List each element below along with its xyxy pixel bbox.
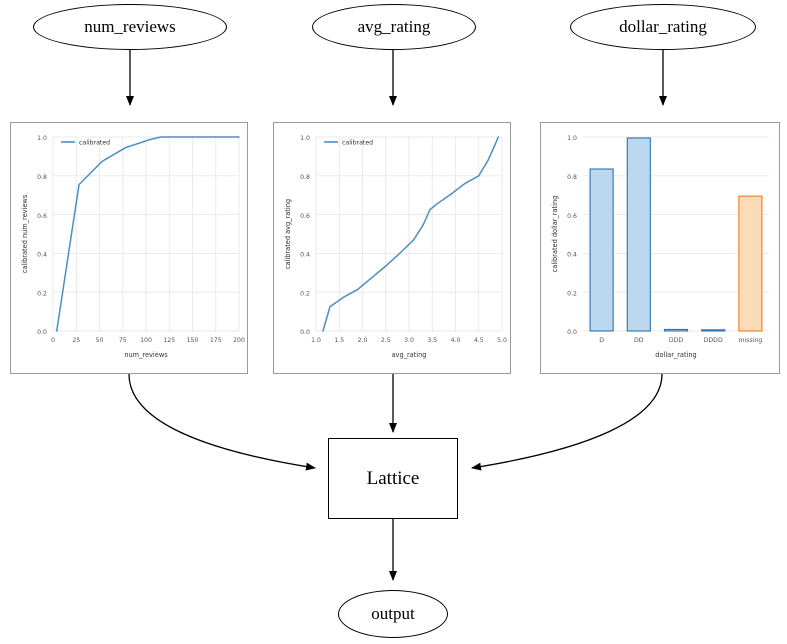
svg-text:75: 75 [119, 337, 127, 344]
svg-text:0.2: 0.2 [37, 290, 47, 297]
svg-text:0.0: 0.0 [37, 329, 47, 336]
svg-text:0.4: 0.4 [300, 252, 310, 259]
svg-text:5.0: 5.0 [497, 337, 507, 344]
svg-text:200: 200 [233, 337, 245, 344]
svg-text:D: D [599, 337, 604, 344]
svg-text:4.5: 4.5 [474, 337, 484, 344]
svg-text:100: 100 [140, 337, 152, 344]
svg-text:0.4: 0.4 [567, 252, 577, 259]
svg-text:0.0: 0.0 [567, 329, 577, 336]
svg-text:DD: DD [634, 337, 644, 344]
svg-text:50: 50 [96, 337, 104, 344]
chart-num-reviews-svg: 0.0 0.2 0.4 0.6 0.8 1.0 0 25 50 75 100 125 150 175 200… [21, 135, 245, 359]
svg-text:1.0: 1.0 [300, 135, 310, 142]
svg-text:1.0: 1.0 [311, 337, 321, 344]
svg-text:missing: missing [739, 337, 763, 344]
node-dollar-rating[interactable]: dollar_rating [570, 4, 756, 50]
node-output-label: output [371, 604, 415, 623]
chart-avg-rating: 0.0 0.2 0.4 0.6 0.8 1.0 1.0 1.5 2.0 2.5 3.0 3.5 4.0 4… [273, 122, 511, 374]
svg-text:0.6: 0.6 [567, 213, 577, 220]
svg-text:num_reviews: num_reviews [124, 351, 168, 359]
svg-text:DDDD: DDDD [704, 337, 723, 344]
edge-plot3-to-lattice [471, 373, 663, 471]
node-lattice[interactable]: Lattice [328, 438, 458, 519]
svg-text:0.4: 0.4 [37, 252, 47, 259]
svg-text:0.8: 0.8 [37, 174, 47, 181]
svg-text:1.0: 1.0 [567, 135, 577, 142]
node-dollar-rating-label: dollar_rating [619, 17, 707, 36]
svg-text:calibrated avg_rating: calibrated avg_rating [284, 199, 292, 269]
node-num-reviews[interactable]: num_reviews [33, 4, 227, 50]
node-avg-rating[interactable]: avg_rating [312, 4, 476, 50]
svg-text:0.2: 0.2 [567, 290, 577, 297]
svg-text:calibrated: calibrated [342, 139, 373, 146]
svg-text:3.0: 3.0 [404, 337, 414, 344]
node-lattice-label: Lattice [366, 467, 420, 489]
svg-text:25: 25 [72, 337, 80, 344]
svg-text:calibrated: calibrated [79, 139, 110, 146]
node-avg-rating-label: avg_rating [357, 17, 431, 36]
svg-text:4.0: 4.0 [451, 337, 461, 344]
svg-text:avg_rating: avg_rating [392, 351, 427, 359]
chart-avg-rating-svg: 0.0 0.2 0.4 0.6 0.8 1.0 1.0 1.5 2.0 2.5 3.0 3.5 4.0 4… [284, 135, 507, 359]
svg-text:125: 125 [163, 337, 175, 344]
svg-text:1.0: 1.0 [37, 135, 47, 142]
svg-text:0.6: 0.6 [300, 213, 310, 220]
node-output[interactable]: output [338, 590, 448, 638]
svg-text:0: 0 [51, 337, 55, 344]
svg-text:0.8: 0.8 [300, 174, 310, 181]
svg-text:0.2: 0.2 [300, 290, 310, 297]
svg-text:DDD: DDD [669, 337, 684, 344]
svg-text:3.5: 3.5 [427, 337, 437, 344]
svg-text:dollar_rating: dollar_rating [655, 351, 696, 359]
svg-text:0.6: 0.6 [37, 213, 47, 220]
svg-text:175: 175 [210, 337, 222, 344]
svg-text:1.5: 1.5 [334, 337, 344, 344]
svg-text:calibrated num_reviews: calibrated num_reviews [21, 194, 29, 273]
chart-num-reviews: 0.0 0.2 0.4 0.6 0.8 1.0 0 25 50 75 100 125 150 175 200… [10, 122, 248, 374]
edge-plot1-to-lattice [128, 373, 316, 471]
svg-text:2.0: 2.0 [358, 337, 368, 344]
svg-text:0.0: 0.0 [300, 329, 310, 336]
node-num-reviews-label: num_reviews [84, 17, 176, 36]
svg-text:calibrated dollar_rating: calibrated dollar_rating [551, 196, 559, 273]
svg-text:0.8: 0.8 [567, 174, 577, 181]
svg-text:2.5: 2.5 [381, 337, 391, 344]
svg-text:150: 150 [187, 337, 199, 344]
